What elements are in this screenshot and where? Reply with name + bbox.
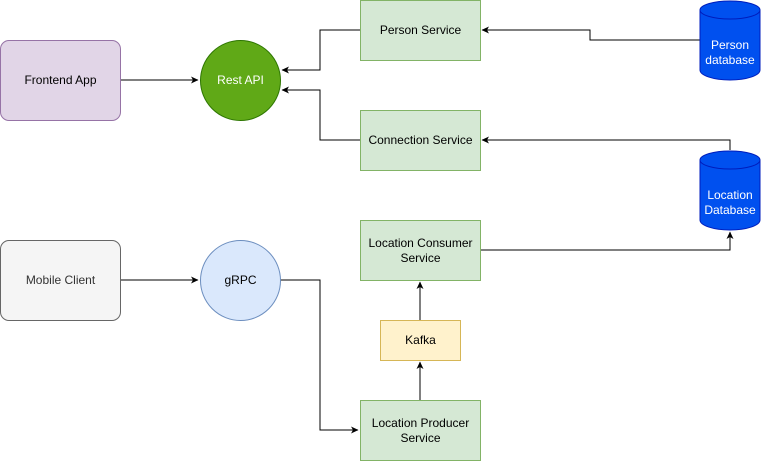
frontend-app-label: Frontend App	[24, 73, 97, 87]
person-database-cylinder[interactable]	[699, 0, 761, 81]
connection-service-label: Connection Service	[368, 133, 473, 147]
rest-api-label: Rest API	[217, 73, 264, 87]
connection-service-node[interactable]: Connection Service	[360, 110, 481, 171]
person-service-label: Person Service	[379, 23, 462, 37]
mobile-client-node[interactable]: Mobile Client	[0, 240, 121, 321]
edge-consumer-to-location-db	[480, 231, 734, 251]
edge-grpc-to-producer	[280, 279, 359, 434]
rest-api-node[interactable]: Rest API	[200, 40, 281, 121]
edge-person-service-to-rest-api	[281, 29, 360, 74]
person-database-label-line1: Person	[710, 38, 750, 52]
edge-person-db-to-person-service	[481, 26, 700, 41]
person-database-label-line2: database	[705, 53, 755, 67]
person-database-label: Person database	[700, 38, 760, 68]
kafka-node[interactable]: Kafka	[380, 320, 461, 361]
location-producer-label-line1: Location Producer	[371, 415, 470, 430]
location-producer-label-line2: Service	[400, 430, 441, 445]
edge-location-db-to-connection-service	[481, 136, 731, 150]
person-service-node[interactable]: Person Service	[360, 0, 481, 61]
location-consumer-service-node[interactable]: Location Consumer Service	[360, 220, 481, 281]
frontend-app-node[interactable]: Frontend App	[0, 40, 121, 121]
location-consumer-label-line2: Service	[400, 250, 441, 265]
kafka-label: Kafka	[405, 333, 436, 347]
edge-connection-service-to-rest-api	[281, 86, 360, 141]
mobile-client-label: Mobile Client	[25, 273, 96, 287]
location-consumer-label-line1: Location Consumer	[368, 235, 473, 250]
grpc-label: gRPC	[224, 273, 257, 287]
location-database-label-line2: Database	[704, 203, 756, 217]
location-producer-service-node[interactable]: Location Producer Service	[360, 400, 481, 461]
grpc-node[interactable]: gRPC	[200, 240, 281, 321]
location-database-label: Location Database	[700, 188, 760, 218]
location-database-label-line1: Location	[707, 188, 753, 202]
location-database-cylinder[interactable]	[699, 150, 761, 231]
